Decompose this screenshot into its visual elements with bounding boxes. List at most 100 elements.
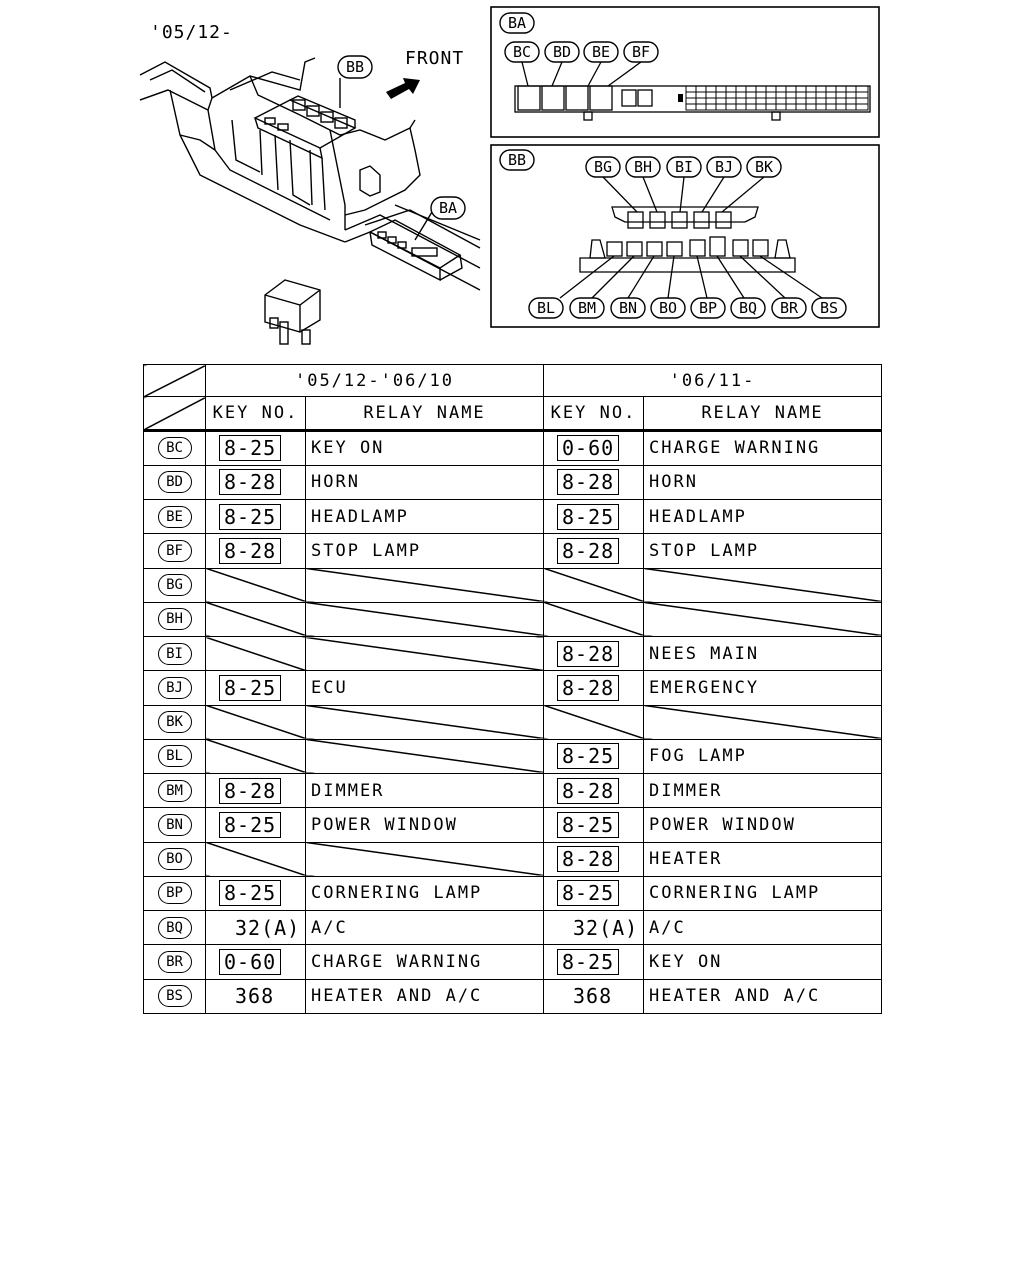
relay-code-cell: BS [143,978,206,1015]
relay-code-cell: BE [143,499,206,535]
relay-name-cell: HORN [305,464,544,501]
corner-cell [143,396,206,432]
relay-name-cell: CHARGE WARNING [305,944,544,980]
svg-text:BN: BN [619,299,637,317]
relay-name-cell [643,567,882,603]
key-no-cell: 8-25 [205,429,306,466]
relay-name-value: POWER WINDOW [649,814,796,835]
relay-code-oval: BS [157,985,192,1008]
key-no-cell: 8-25 [205,670,306,706]
panel-ba-fuse-grid [685,85,869,111]
relay-name-value: HEATER [649,849,723,870]
key-no-cell [205,601,306,638]
svg-text:BB: BB [346,58,364,76]
table-row: BH [143,601,882,638]
relay-name-value: ECU [311,677,348,698]
relay-name-cell: DIMMER [643,773,882,809]
key-no-value: 8-25 [557,811,620,838]
key-no-value: 8-25 [219,503,282,530]
key-no-value: 8-28 [557,846,620,873]
svg-text:BE: BE [592,43,610,61]
relay-code-cell: BG [143,567,206,603]
relay-name-value: STOP LAMP [649,540,760,561]
relay-name-cell: HEATER [643,841,882,877]
relay-name-value: HORN [649,472,698,493]
key-no-cell: 368 [543,978,644,1015]
relay-name-value: DIMMER [311,780,385,801]
key-no-cell: 8-28 [205,464,306,501]
relay-name-value: FOG LAMP [649,746,747,767]
table-row: BP 8-25 CORNERING LAMP 8-25 CORNERING LAMP [143,875,882,912]
svg-text:BH: BH [634,158,652,176]
relay-name-cell: HEADLAMP [305,499,544,535]
front-arrow-icon [386,78,420,99]
relay-name-cell [643,704,882,740]
key-no-value: 8-28 [219,469,282,496]
key-no-value: 8-28 [219,537,282,564]
key-no-cell: 8-25 [543,944,644,980]
svg-text:BI: BI [675,158,693,176]
svg-text:BA: BA [508,14,526,32]
key-no-value: 8-28 [557,640,620,667]
relay-name-cell [305,704,544,740]
key-no-value: 8-25 [557,743,620,770]
key-no-value: 8-25 [557,880,620,907]
relay-name-cell: DIMMER [305,773,544,809]
relay-code-oval: BR [157,950,192,973]
key-no-value: 32(A) [573,915,639,940]
relay-name-value: STOP LAMP [311,540,422,561]
relay-name-value: HEADLAMP [311,506,409,527]
key-no-cell: 0-60 [205,944,306,980]
panel-bb-top-labels: BG BH BI BJ BK [585,156,782,178]
svg-text:BC: BC [513,43,531,61]
relay-name-cell: HORN [643,464,882,501]
relay-code-oval: BH [157,608,192,631]
relay-name-cell: A/C [305,910,544,946]
relay-code-cell: BC [143,429,206,466]
key-no-cell: 8-28 [543,670,644,706]
relay-name-cell: STOP LAMP [643,533,882,569]
relay-code-oval: BN [157,813,192,836]
key-no-value: 8-25 [219,880,282,907]
relay-name-value: A/C [311,917,348,938]
relay-code-cell: BR [143,944,206,980]
svg-text:BB: BB [508,151,526,169]
relay-code-cell: BH [143,601,206,638]
key-no-header: KEY NO. [205,396,306,432]
relay-name-header: RELAY NAME [643,396,882,432]
relay-name-cell [643,601,882,638]
key-no-cell: 8-25 [205,875,306,912]
relay-name-cell: KEY ON [305,429,544,466]
key-no-value: 8-28 [557,674,620,701]
relay-code-oval: BD [157,471,192,494]
relay-name-cell: HEATER AND A/C [305,978,544,1015]
relay-name-value: EMERGENCY [649,677,760,698]
relay-name-value: HEATER AND A/C [649,986,821,1007]
key-no-value: 0-60 [219,948,282,975]
key-no-cell: 8-28 [205,533,306,569]
relay-code-cell: BK [143,704,206,740]
relay-code-oval: BP [157,882,192,905]
relay-code-oval: BE [157,505,192,528]
relay-name-value: KEY ON [311,438,385,459]
key-no-value: 8-25 [219,435,282,462]
panel-ba: BA BC BD BE BF [490,6,880,138]
relay-name-value: CORNERING LAMP [311,883,483,904]
relay-name-cell: POWER WINDOW [643,807,882,843]
key-no-value: 8-28 [557,537,620,564]
key-no-value: 368 [235,984,275,1009]
key-no-cell: 8-28 [543,533,644,569]
relay-name-value: CHARGE WARNING [649,438,821,459]
relay-location-diagram: '05/12- FRONT [139,6,880,345]
relay-name-value: A/C [649,917,686,938]
key-no-value: 32(A) [235,915,301,940]
relay-name-cell: KEY ON [643,944,882,980]
relay-name-cell [305,841,544,877]
key-no-cell: 32(A) [205,910,306,946]
key-no-cell [205,738,306,775]
relay-name-value: CORNERING LAMP [649,883,821,904]
key-no-cell [205,636,306,672]
panel-bb-bottom-labels: BL BM BN BO BP BQ BR BS [528,297,847,319]
